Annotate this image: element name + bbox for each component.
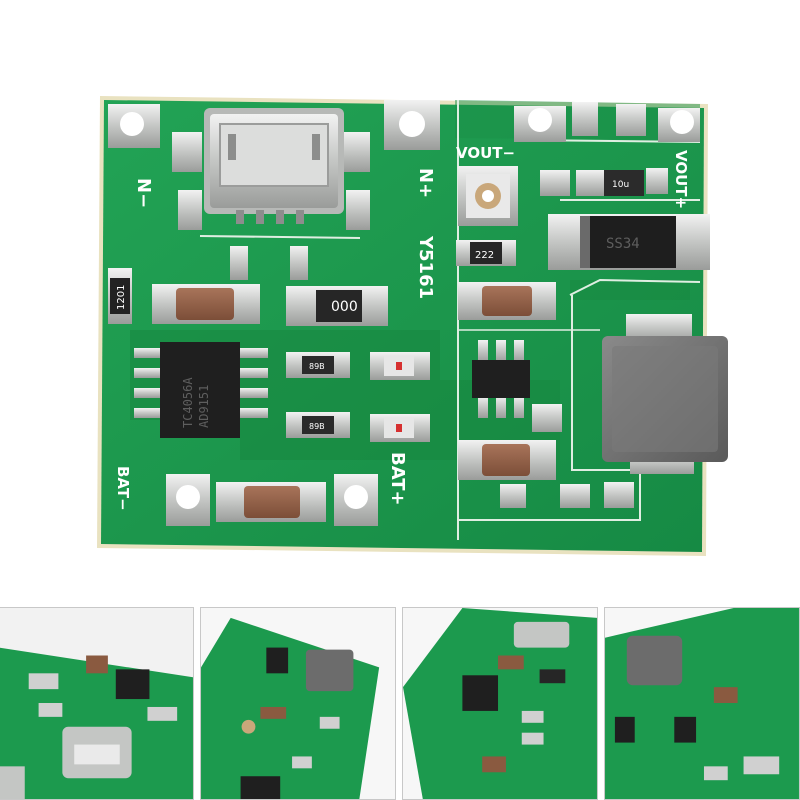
thumbnail-1-image [0,608,193,799]
resistor-222: 222 [456,240,516,266]
led-resistor-top-mark: 89B [309,362,325,371]
led-resistor-bottom: 89B [286,412,350,438]
resistor-000: 000 [286,286,388,326]
led-red [370,352,430,380]
capacitor-right-bottom [458,440,556,480]
label-n-plus: N+ [415,168,436,198]
charger-ic-tc4056a: TC4056A AD9151 [134,342,268,438]
label-vout-plus: VOUT+ [672,150,690,209]
led-resistor-bottom-mark: 89B [309,422,325,431]
resistor-1201-mark: 1201 [116,285,127,310]
resistor-1201: 1201 [108,268,132,324]
usb-side-pads [230,246,308,280]
boost-ic [472,340,562,432]
diode-ss34: SS34 [548,214,710,270]
label-vout-minus: VOUT− [456,144,515,162]
inductor-10u: 10u [604,170,644,196]
label-bat-minus: BAT− [114,466,132,511]
label-bat-plus: BAT+ [387,452,408,506]
small-pads-top-right [540,102,668,196]
power-inductor [602,314,728,474]
charger-ic-lot-mark: AD9151 [197,385,211,428]
thumbnail-inductor-closeup[interactable] [604,607,800,800]
capacitor-right-top [458,282,556,320]
resistor-222-mark: 222 [475,250,494,261]
led-resistor-top: 89B [286,352,350,378]
led-red-2 [370,414,430,442]
micro-usb-connector [172,108,370,230]
thumbnail-top-angle-right[interactable] [402,607,598,800]
thumbnail-3-image [403,608,597,799]
main-board-photo: 1201 000 TC4056A AD9151 8 [97,96,728,556]
resistor-000-mark: 000 [331,299,358,315]
diode-ss34-mark: SS34 [606,236,640,252]
thumbnail-4-image [605,608,799,799]
thumbnail-top-angle-left[interactable] [200,607,396,800]
thumbnail-2-image [201,608,395,799]
capacitor-bottom [216,482,326,522]
pads-bottom-right [500,482,634,508]
thumbnail-side-angle[interactable] [0,607,194,800]
capacitor-left [152,284,260,324]
label-model: Y5161 [415,235,436,299]
label-n-minus: N− [133,178,154,208]
trimmer-potentiometer [458,166,518,226]
mounting-pads [108,100,700,526]
inductor-10u-mark: 10u [612,180,629,190]
charger-ic-mark: TC4056A [181,377,195,428]
